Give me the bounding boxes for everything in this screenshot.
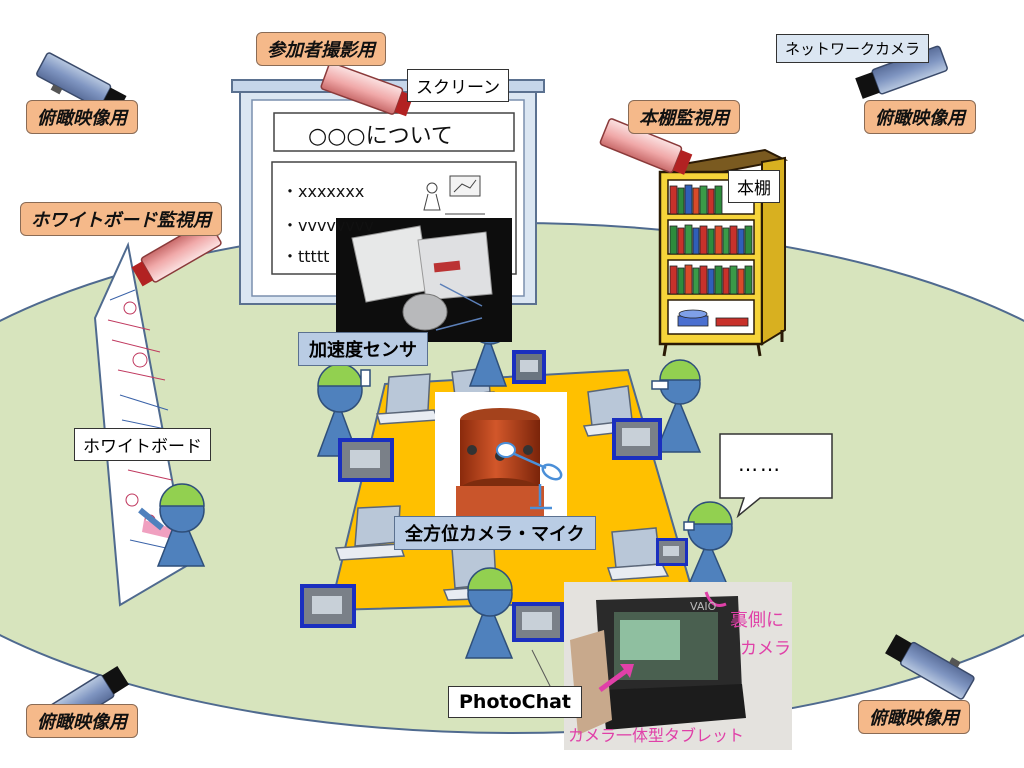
accelerometer-photo <box>336 218 512 342</box>
person-whiteboard <box>138 483 206 567</box>
camera-icon <box>885 634 975 700</box>
label-screen: スクリーン <box>407 69 510 102</box>
connector-lines <box>531 649 553 691</box>
label-participant-camera: 参加者撮影用 <box>256 32 386 66</box>
person-right <box>651 359 702 453</box>
label-bookshelf-camera: 本棚監視用 <box>628 100 740 134</box>
label-bookshelf: 本棚 <box>728 170 780 203</box>
tablet-device-photo <box>564 582 792 750</box>
camera-icon <box>131 220 222 287</box>
speech-text: …… <box>738 452 782 476</box>
tablet <box>656 538 688 566</box>
tablet-note-top-2: カメラ <box>740 639 791 659</box>
laptop <box>334 505 406 561</box>
screen-title: ○○○について <box>308 124 453 149</box>
laptop <box>606 527 670 581</box>
tablets <box>300 350 688 642</box>
tablet <box>338 438 394 482</box>
label-overhead-top-right: 俯瞰映像用 <box>864 100 976 134</box>
tablet <box>612 418 662 460</box>
label-photochat: PhotoChat <box>448 686 583 718</box>
tablet <box>512 350 546 384</box>
tablet-note-top: 裏側に <box>730 610 784 631</box>
label-omni-camera: 全方位カメラ・マイク <box>394 516 596 550</box>
label-whiteboard-camera: ホワイトボード監視用 <box>20 202 222 236</box>
label-accelerometer: 加速度センサ <box>298 332 428 366</box>
tablet <box>300 584 356 628</box>
label-whiteboard: ホワイトボード <box>74 428 211 461</box>
label-network-camera: ネットワークカメラ <box>776 34 930 63</box>
tablet-brand: VAIO <box>690 600 717 613</box>
tablet <box>512 602 564 642</box>
camera-icon <box>599 118 693 175</box>
bookshelf-illustration <box>658 148 789 357</box>
screen-bullet: ・xxxxxxx <box>282 182 365 201</box>
screen-bullet: ・ttttt <box>282 247 330 266</box>
person-right-lower <box>682 501 734 597</box>
speech-bubble <box>719 433 833 519</box>
label-overhead-bottom-right: 俯瞰映像用 <box>858 700 970 734</box>
label-overhead-bottom-left: 俯瞰映像用 <box>26 704 138 738</box>
person-bottom <box>464 567 514 659</box>
screen-bullet: ・vvvvvvvv <box>282 216 374 235</box>
label-overhead-top-left: 俯瞰映像用 <box>26 100 138 134</box>
tablet-note-bottom: カメラ一体型タブレット <box>568 726 745 745</box>
